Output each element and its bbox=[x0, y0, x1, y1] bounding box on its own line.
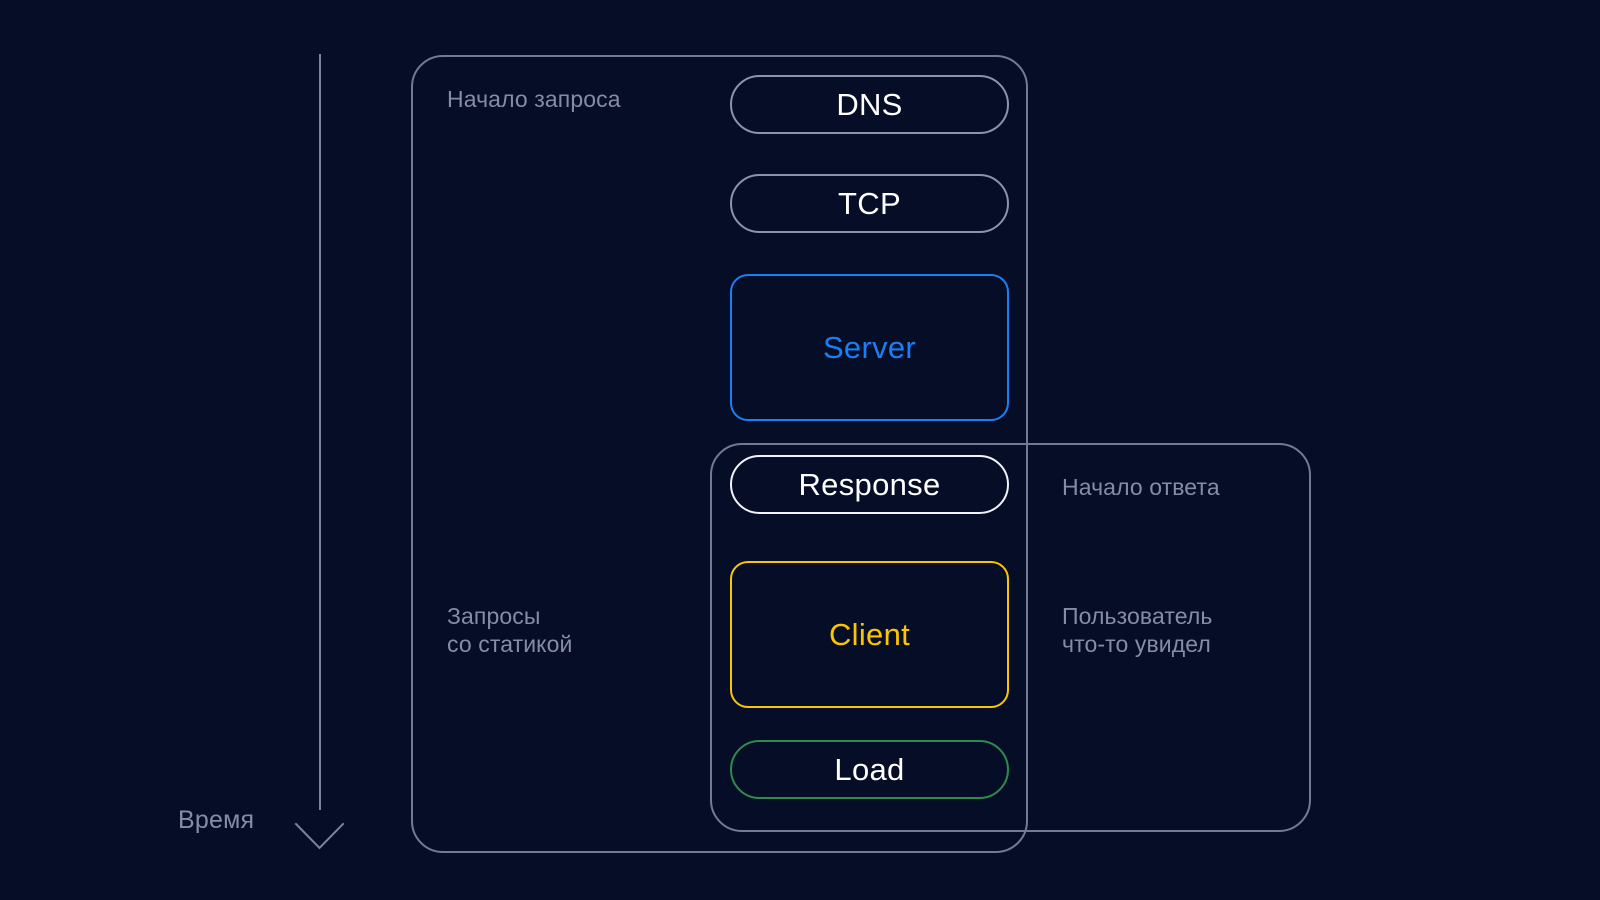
response-group-container bbox=[710, 443, 1311, 832]
arrow-down-icon bbox=[288, 798, 352, 854]
stage-box-load[interactable]: Load bbox=[730, 740, 1009, 799]
request-group-container bbox=[411, 55, 1028, 853]
stage-box-server[interactable]: Server bbox=[730, 274, 1009, 421]
time-axis-label: Время bbox=[178, 806, 255, 834]
stage-box-response[interactable]: Response bbox=[730, 455, 1009, 514]
stage-box-client[interactable]: Client bbox=[730, 561, 1009, 708]
annotation-static-requests: Запросы со статикой bbox=[447, 603, 573, 657]
stage-box-tcp[interactable]: TCP bbox=[730, 174, 1009, 233]
annotation-request-start: Начало запроса bbox=[447, 86, 621, 112]
stage-box-dns[interactable]: DNS bbox=[730, 75, 1009, 134]
time-axis-line bbox=[319, 54, 321, 810]
annotation-user-saw: Пользователь что-то увидел bbox=[1062, 603, 1213, 657]
annotation-response-start: Начало ответа bbox=[1062, 474, 1220, 500]
